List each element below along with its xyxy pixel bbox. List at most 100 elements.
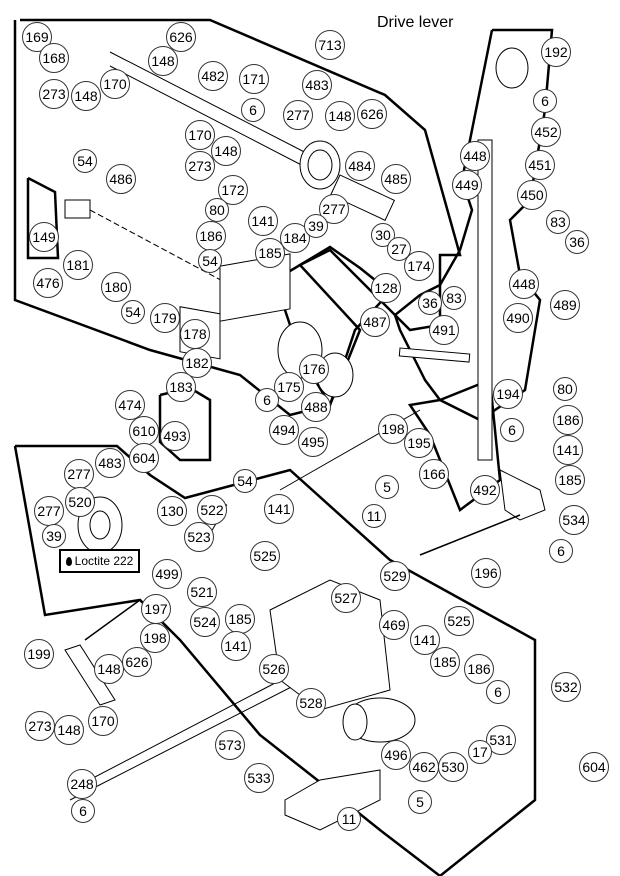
part-callout-192: 192 [541, 37, 571, 67]
part-callout-11: 11 [337, 807, 361, 831]
part-callout-521: 521 [187, 577, 217, 607]
part-callout-474: 474 [115, 390, 145, 420]
part-callout-277: 277 [283, 100, 313, 130]
part-callout-524: 524 [190, 607, 220, 637]
part-callout-485: 485 [381, 164, 411, 194]
part-callout-168: 168 [39, 43, 69, 73]
part-callout-199: 199 [24, 639, 54, 669]
part-callout-452: 452 [531, 117, 561, 147]
part-callout-277: 277 [34, 496, 64, 526]
part-callout-713: 713 [315, 30, 345, 60]
part-callout-604: 604 [579, 752, 609, 782]
part-callout-141: 141 [553, 435, 583, 465]
drop-icon [65, 556, 72, 566]
part-callout-11: 11 [362, 504, 386, 528]
rod-long [69, 669, 301, 791]
part-callout-484: 484 [345, 151, 375, 181]
part-callout-495: 495 [298, 427, 328, 457]
part-callout-174: 174 [404, 251, 434, 281]
part-callout-198: 198 [140, 623, 170, 653]
part-callout-181: 181 [63, 250, 93, 280]
part-callout-17: 17 [468, 740, 492, 764]
part-callout-54: 54 [198, 249, 222, 273]
part-callout-527: 527 [331, 583, 361, 613]
part-callout-489: 489 [550, 290, 580, 320]
rod-196 [419, 514, 521, 556]
lever-199 [64, 644, 116, 706]
part-callout-523: 523 [184, 522, 214, 552]
part-callout-186: 186 [196, 221, 226, 251]
part-callout-488: 488 [301, 392, 331, 422]
part-callout-197: 197 [141, 594, 171, 624]
part-callout-80: 80 [205, 198, 229, 222]
part-callout-176: 176 [299, 354, 329, 384]
part-callout-180: 180 [101, 272, 131, 302]
part-callout-5: 5 [408, 790, 432, 814]
rod-197 [84, 599, 141, 641]
part-callout-487: 487 [360, 307, 390, 337]
part-callout-148: 148 [211, 136, 241, 166]
part-callout-178: 178 [180, 319, 210, 349]
part-callout-573: 573 [215, 730, 245, 760]
part-callout-39: 39 [304, 214, 328, 238]
part-callout-533: 533 [244, 763, 274, 793]
part-callout-183: 183 [166, 372, 196, 402]
part-callout-520: 520 [65, 487, 95, 517]
lever-tube-490 [477, 139, 493, 461]
part-callout-492: 492 [470, 475, 500, 505]
part-callout-483: 483 [95, 448, 125, 478]
group-489-outline [393, 28, 554, 422]
part-callout-179: 179 [150, 303, 180, 333]
part-callout-6: 6 [71, 799, 95, 823]
part-callout-493: 493 [160, 421, 190, 451]
part-callout-128: 128 [371, 273, 401, 303]
group-476-outline [26, 176, 60, 260]
part-callout-626: 626 [166, 22, 196, 52]
part-callout-448: 448 [460, 141, 490, 171]
part-callout-248: 248 [67, 769, 97, 799]
part-callout-525: 525 [444, 606, 474, 636]
part-callout-185: 185 [225, 604, 255, 634]
frame-527 [269, 579, 391, 711]
part-callout-6: 6 [500, 418, 524, 442]
part-callout-148: 148 [325, 101, 355, 131]
part-callout-6: 6 [255, 388, 279, 412]
part-callout-448: 448 [509, 269, 539, 299]
part-callout-451: 451 [525, 150, 555, 180]
part-callout-27: 27 [387, 237, 411, 261]
part-callout-526: 526 [259, 654, 289, 684]
part-callout-482: 482 [198, 61, 228, 91]
part-callout-610: 610 [129, 416, 159, 446]
sleeve-485 [330, 174, 396, 221]
part-callout-496: 496 [381, 740, 411, 770]
bracket-534 [499, 469, 546, 521]
part-callout-54: 54 [73, 149, 97, 173]
part-callout-483: 483 [302, 70, 332, 100]
part-callout-196: 196 [471, 558, 501, 588]
part-callout-185: 185 [555, 465, 585, 495]
part-callout-626: 626 [122, 647, 152, 677]
part-callout-490: 490 [503, 303, 533, 333]
part-callout-185: 185 [255, 238, 285, 268]
part-callout-149: 149 [29, 222, 59, 252]
part-callout-626: 626 [357, 99, 387, 129]
part-callout-148: 148 [148, 46, 178, 76]
part-callout-54: 54 [233, 469, 257, 493]
part-callout-528: 528 [296, 688, 326, 718]
part-callout-39: 39 [42, 524, 66, 548]
part-callout-532: 532 [551, 672, 581, 702]
part-callout-36: 36 [565, 230, 589, 254]
part-callout-6: 6 [549, 539, 573, 563]
part-callout-186: 186 [464, 654, 494, 684]
part-callout-170: 170 [185, 120, 215, 150]
diagram-title: Drive lever [377, 14, 454, 31]
part-callout-148: 148 [71, 81, 101, 111]
part-callout-170: 170 [100, 69, 130, 99]
part-callout-273: 273 [185, 151, 215, 181]
part-callout-476: 476 [33, 268, 63, 298]
part-callout-273: 273 [39, 79, 69, 109]
part-callout-525: 525 [250, 541, 280, 571]
part-callout-491: 491 [429, 315, 459, 345]
bracket-486 [64, 199, 91, 219]
